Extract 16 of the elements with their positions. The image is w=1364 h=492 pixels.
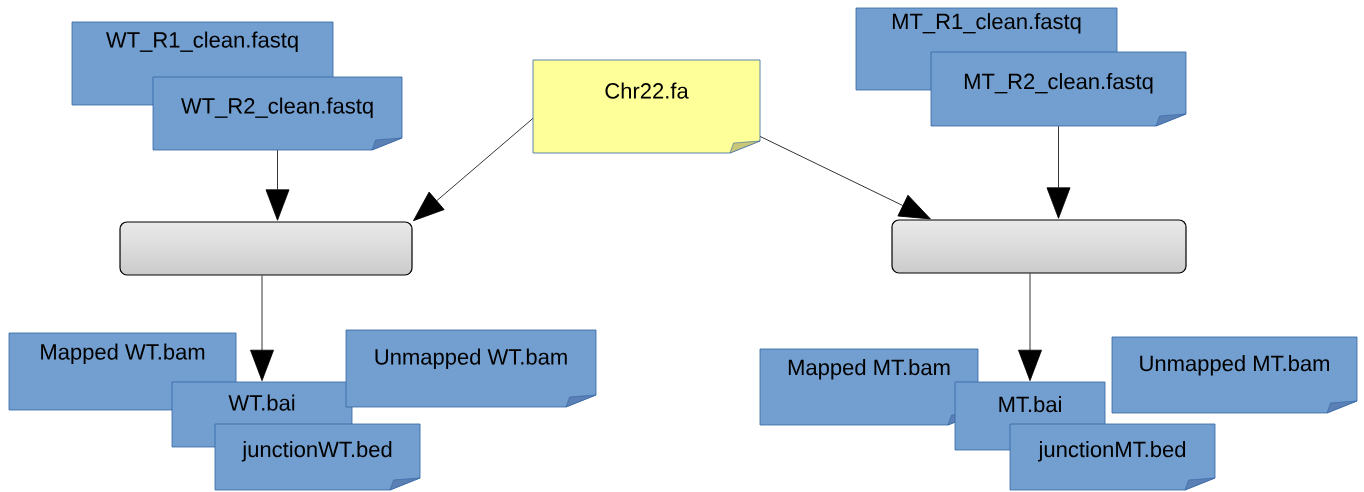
arrow <box>1046 125 1071 219</box>
arrow <box>250 275 274 382</box>
arrow <box>897 194 931 220</box>
arrow <box>1018 273 1042 382</box>
process-box <box>891 219 1187 274</box>
note-box: junctionMT.bed <box>1009 423 1216 491</box>
note-box: WT_R2_clean.fastq <box>152 76 403 151</box>
note-box: Unmapped WT.bam <box>345 329 597 408</box>
arrow <box>413 191 445 222</box>
note-box: Unmapped MT.bam <box>1111 336 1358 414</box>
process-box <box>119 221 413 276</box>
note-box: Chr22.fa <box>532 59 761 154</box>
note-box: MT_R2_clean.fastq <box>930 51 1187 127</box>
note-box: Mapped MT.bam <box>759 348 979 426</box>
arrow <box>265 149 290 221</box>
note-box: junctionWT.bed <box>214 423 421 491</box>
